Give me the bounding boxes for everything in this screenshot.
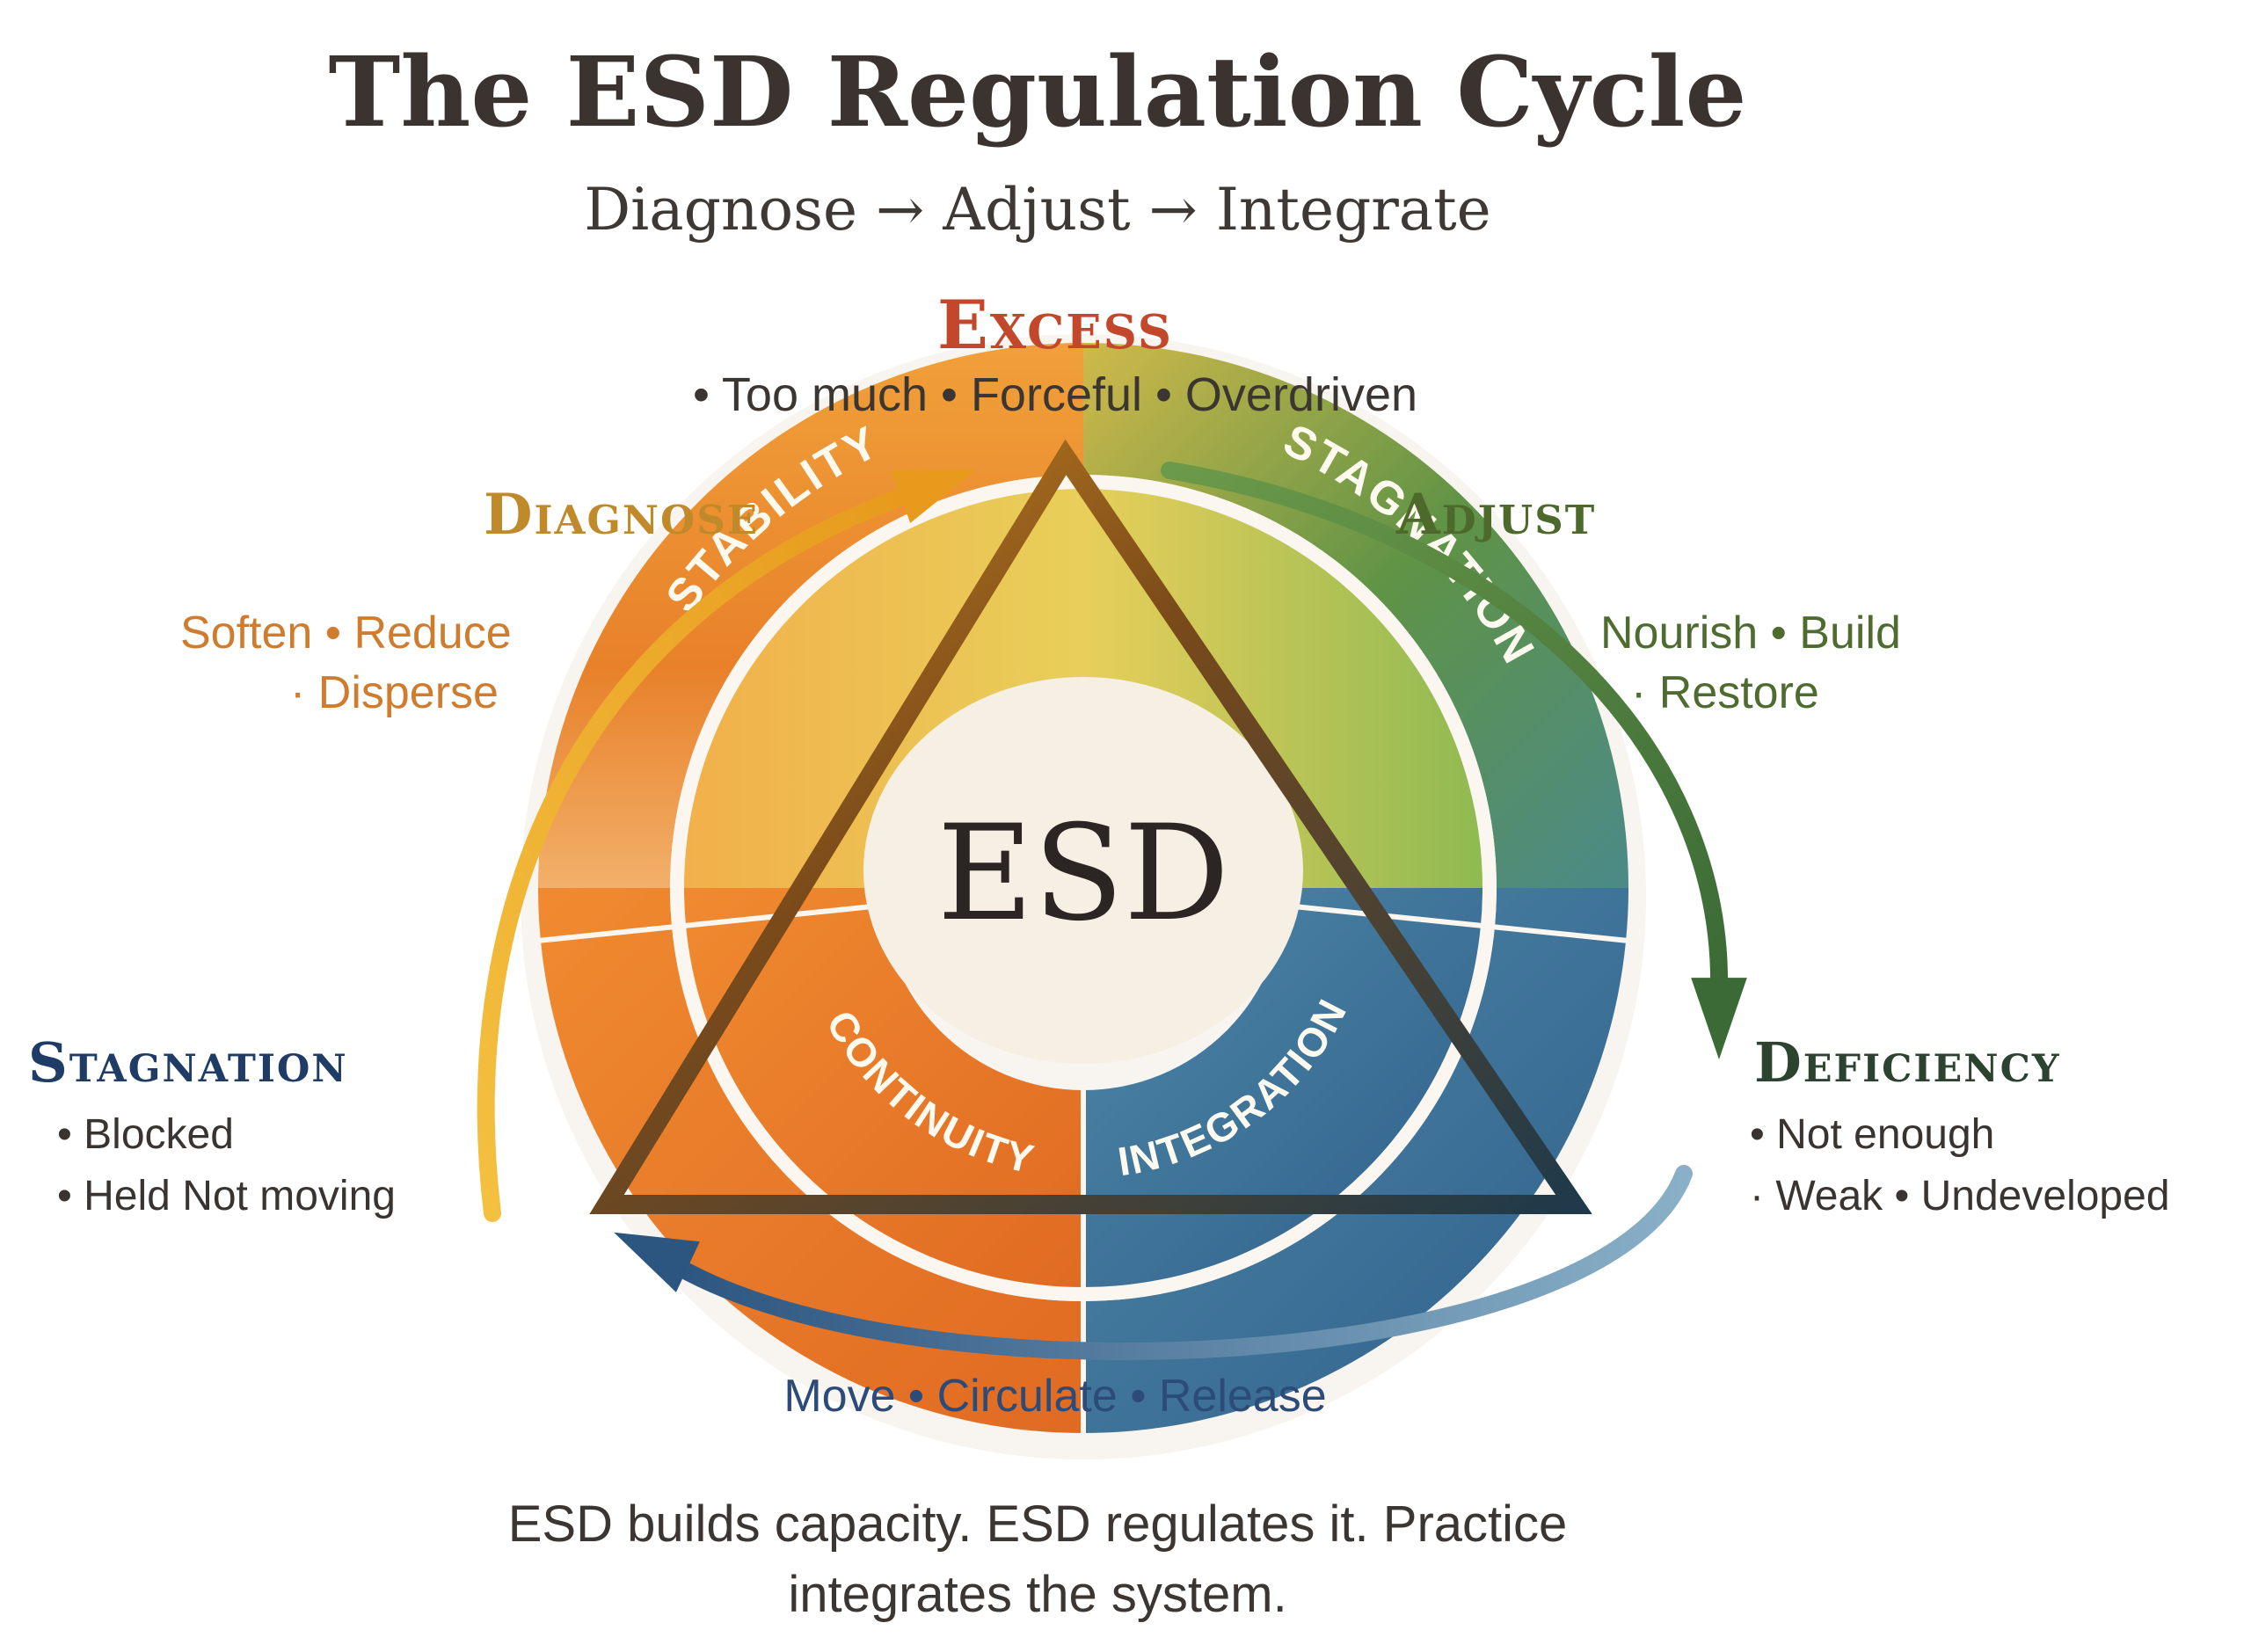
diagnose-description-line-2: · Disperse: [290, 667, 499, 718]
footer-line-2: integrates the system.: [788, 1566, 1287, 1623]
footer-line-1: ESD builds capacity. ESD regulates it. P…: [507, 1496, 1568, 1553]
excess-node-description: • Too much • Forceful • Overdriven: [692, 368, 1418, 421]
central-triangle: [589, 439, 1592, 1214]
arrowhead-adjust: [1691, 978, 1747, 1059]
divider-left: [537, 903, 882, 943]
arc-adjust: [1161, 462, 1729, 998]
center-label: ESD: [937, 797, 1230, 950]
arrowhead-diagnose: [891, 469, 978, 523]
diagnose-description-line-1: Soften • Reduce: [180, 608, 512, 659]
segment-integration-outer: [1083, 888, 1628, 1433]
divider-right: [1285, 903, 1629, 943]
bottom-arc-description: Move • Circulate • Release: [783, 1371, 1327, 1422]
arrowhead-circulate: [614, 1232, 700, 1292]
arc-circulate: [668, 1165, 1693, 1360]
adjust-description-line-1: Nourish • Build: [1600, 608, 1901, 659]
page-subtitle: Diagnose → Adjust → Integrate: [584, 176, 1491, 244]
deficiency-node-title: Deficiency: [1754, 1030, 2061, 1095]
stagnation-node-title: Stagnation: [28, 1030, 348, 1095]
segment-continuity: [684, 888, 1083, 1287]
adjust-description-line-2: · Restore: [1631, 667, 1819, 718]
page-title: The ESD Regulation Cycle: [328, 35, 1747, 149]
deficiency-item: · Weak • Undeveloped: [1750, 1173, 2170, 1219]
excess-node-title: Excess: [936, 286, 1174, 364]
segment-integration: [1083, 888, 1482, 1287]
adjust-label: Adjust: [1396, 482, 1597, 548]
stagnation-item: • Held Not moving: [57, 1173, 396, 1219]
stagnation-item: • Blocked: [57, 1111, 234, 1158]
diagnose-label: Diagnose: [484, 482, 760, 548]
deficiency-item: • Not enough: [1750, 1111, 1995, 1158]
center-disc: [863, 677, 1303, 1064]
arc-diagnose: [477, 484, 923, 1222]
segment-continuity-outer: [538, 888, 1083, 1433]
